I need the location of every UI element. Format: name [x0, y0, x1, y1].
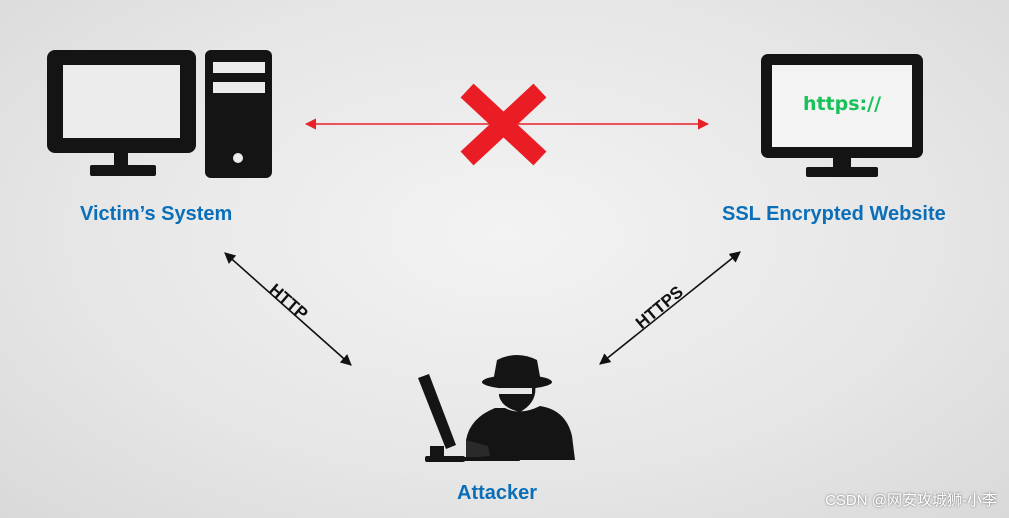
ssl-website-label: SSL Encrypted Website: [722, 203, 946, 225]
http-connection-line: [224, 252, 352, 366]
desktop-computer-icon: [47, 50, 272, 178]
watermark-text: CSDN @网安攻城狮-小李: [825, 492, 997, 509]
victim-system-label: Victim’s System: [80, 203, 233, 225]
hacker-icon: [418, 355, 575, 462]
https-connection-line: [599, 251, 741, 365]
monitor-icon: [761, 54, 923, 177]
https-screen-text: https://: [803, 93, 881, 115]
attacker-label: Attacker: [457, 482, 538, 504]
red-x-icon: [460, 83, 547, 166]
